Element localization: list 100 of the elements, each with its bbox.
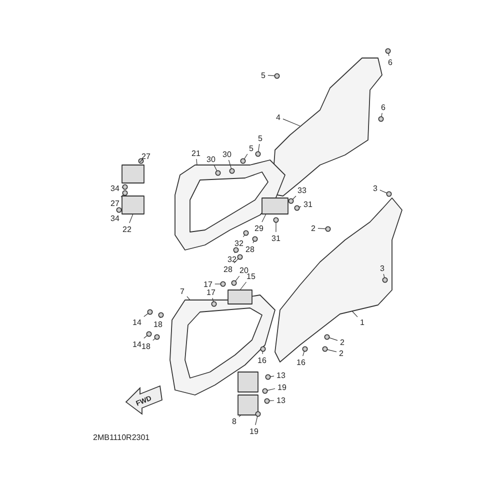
hinge-plate xyxy=(238,394,258,416)
bolt-head xyxy=(325,226,331,232)
bolt-head xyxy=(264,398,270,404)
hinge-plate xyxy=(122,164,144,184)
bolt-head xyxy=(147,309,153,315)
leader-line xyxy=(380,190,388,194)
bolt-head xyxy=(122,190,128,196)
bolt-head xyxy=(122,184,128,190)
callout-number: 2 xyxy=(338,348,344,358)
leader-line xyxy=(381,112,382,118)
bolt-head xyxy=(255,411,261,417)
callout-number: 13 xyxy=(276,370,286,380)
callout-number: 32 xyxy=(226,254,238,264)
hinge-bracket xyxy=(228,290,252,304)
leader-line xyxy=(318,228,326,230)
callout-number: 4 xyxy=(275,112,282,122)
leader-line xyxy=(270,376,274,377)
bolt-head xyxy=(274,73,280,79)
bolt-head xyxy=(233,247,239,253)
leader-line xyxy=(196,158,198,166)
leader-line xyxy=(262,351,264,354)
leader-line xyxy=(212,298,214,302)
callout-number: 16 xyxy=(256,356,268,364)
callout-number: 16 xyxy=(296,358,306,366)
leader-line xyxy=(352,310,358,318)
leader-line xyxy=(240,282,247,290)
callout-number: 29 xyxy=(254,224,264,232)
callout-number: 17 xyxy=(202,280,214,288)
callout-number: 5 xyxy=(257,134,264,142)
callout-number: 22 xyxy=(122,224,132,234)
callout-number: 1 xyxy=(359,318,366,326)
leader-line xyxy=(282,118,300,126)
callout-number: 5 xyxy=(248,144,254,152)
leader-line xyxy=(129,214,134,224)
bolt-head xyxy=(294,205,300,211)
callout-number: 8 xyxy=(231,416,238,426)
bolt-head xyxy=(231,280,237,286)
leader-line xyxy=(269,400,274,402)
callout-number: 28 xyxy=(244,244,256,254)
callout-number: 30 xyxy=(206,154,216,164)
leader-line xyxy=(238,414,242,418)
hinge-plate xyxy=(122,196,144,214)
callout-number: 18 xyxy=(152,320,164,328)
callout-number: 15 xyxy=(246,272,256,280)
bolt-head xyxy=(324,334,330,340)
leader-line xyxy=(266,388,276,391)
hinge-bracket xyxy=(262,198,288,214)
leader-line xyxy=(186,296,190,300)
callout-number: 34 xyxy=(110,214,120,222)
callout-number: 33 xyxy=(296,186,308,194)
bolt-head xyxy=(116,207,122,213)
leader-line xyxy=(228,160,232,170)
leader-line xyxy=(252,240,254,244)
callout-number: 2 xyxy=(310,224,316,232)
bolt-head xyxy=(322,346,328,352)
callout-number: 31 xyxy=(302,200,314,208)
callout-number: 5 xyxy=(260,70,266,80)
callout-number: 21 xyxy=(190,148,202,158)
bolt-head xyxy=(385,48,391,54)
callout-number: 34 xyxy=(110,184,120,192)
bolt-head xyxy=(288,198,294,204)
drawing-code: 2MB1110R2301 xyxy=(93,433,150,442)
callout-number: 27 xyxy=(140,152,152,160)
leader-line xyxy=(234,258,239,264)
leader-line xyxy=(152,338,156,341)
leader-line xyxy=(268,75,275,76)
callout-number: 3 xyxy=(372,184,378,192)
callout-number: 2 xyxy=(339,338,346,346)
callout-number: 30 xyxy=(222,150,232,158)
leader-line xyxy=(120,194,124,198)
leader-line xyxy=(292,196,296,200)
leader-line xyxy=(242,234,245,238)
callout-number: 7 xyxy=(179,286,186,296)
leader-line xyxy=(328,337,338,341)
leader-line xyxy=(302,350,305,356)
callout-number: 3 xyxy=(379,264,386,272)
callout-number: 32 xyxy=(234,238,244,248)
bolt-head xyxy=(146,331,152,337)
callout-number: 28 xyxy=(222,264,234,274)
bolt-head xyxy=(386,191,392,197)
callout-number: 19 xyxy=(248,426,260,436)
callout-number: 20 xyxy=(238,266,250,274)
leader-line xyxy=(214,164,218,172)
leader-line xyxy=(326,349,337,352)
callout-number: 13 xyxy=(276,396,286,404)
callout-number: 14 xyxy=(132,318,142,326)
leader-line xyxy=(244,154,248,160)
leader-line xyxy=(255,416,258,426)
callout-number: 14 xyxy=(132,340,142,348)
callout-number: 19 xyxy=(276,382,288,392)
bolt-head xyxy=(158,312,164,318)
leader-line xyxy=(262,214,266,222)
callout-number: 17 xyxy=(206,288,216,296)
callout-number: 27 xyxy=(110,198,120,208)
bolt-head xyxy=(237,254,243,260)
leader-line xyxy=(258,144,260,152)
callout-number: 18 xyxy=(140,342,152,350)
callout-number: 6 xyxy=(380,102,386,112)
callout-number: 6 xyxy=(387,58,394,66)
bolt-head xyxy=(378,116,384,122)
